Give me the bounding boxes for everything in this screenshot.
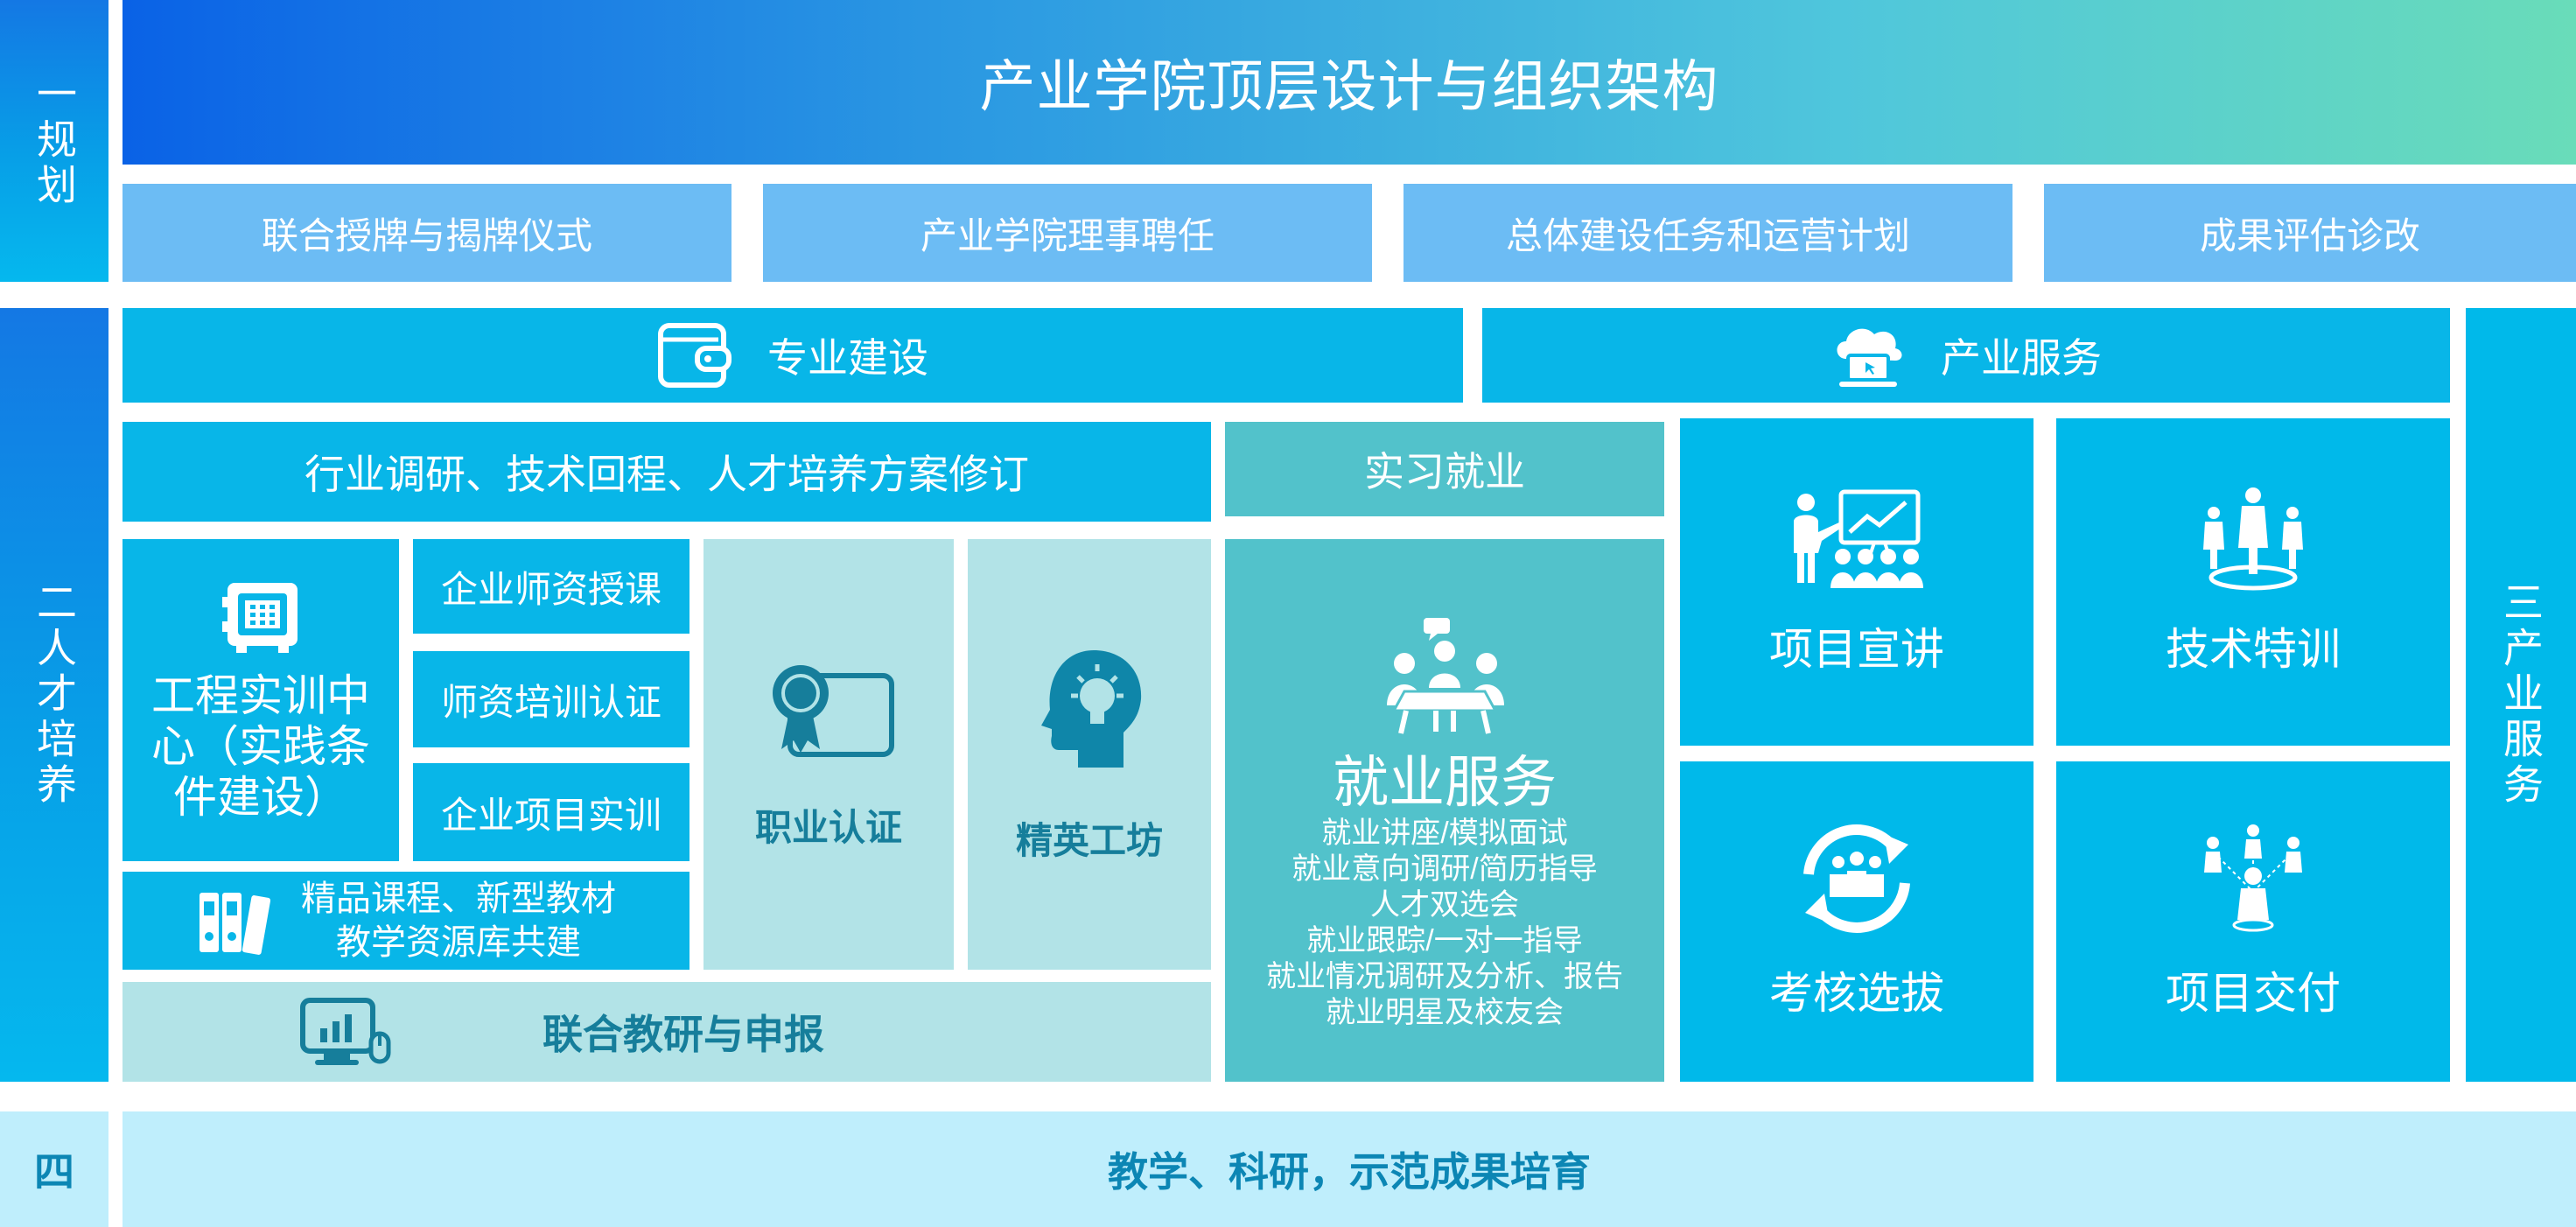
monitor-chart-icon (298, 995, 394, 1069)
wallet-icon (657, 320, 732, 390)
tile-project-presentation: 项目宣讲 (1680, 418, 2034, 746)
employment-line: 就业讲座/模拟面试 (1321, 817, 1568, 850)
training-center: 工程实训中心（实践条件建设） (122, 539, 399, 861)
section-two-label: 二人才培养 (0, 308, 108, 1082)
safe-icon (219, 578, 303, 656)
major-build-header: 专业建设 (122, 308, 1463, 403)
item-enterprise-projects: 企业项目实训 (413, 763, 690, 861)
employment-line: 人才双选会 (1370, 888, 1519, 922)
cycle-people-icon (1791, 822, 1922, 936)
research-row: 行业调研、技术回程、人才培养方案修订 (122, 422, 1211, 522)
bottom-bar: 教学、科研，示范成果培育 (122, 1111, 2576, 1227)
meeting-icon (1375, 614, 1515, 737)
binders-icon (196, 886, 275, 956)
tile-assessment-selection: 考核选拔 (1680, 761, 2034, 1082)
network-people-icon (2192, 822, 2314, 936)
employment-line: 就业情况调研及分析、报告 (1266, 960, 1623, 993)
head-bulb-icon (1032, 645, 1146, 776)
planning-item-directors: 产业学院理事聘任 (763, 184, 1372, 282)
internship-header: 实习就业 (1225, 422, 1664, 516)
planning-item-ceremony: 联合授牌与揭牌仪式 (122, 184, 732, 282)
employment-service-block: 就业服务 就业讲座/模拟面试 就业意向调研/简历指导 人才双选会 就业跟踪/一对… (1225, 539, 1664, 1082)
employment-line: 就业明星及校友会 (1326, 996, 1564, 1029)
item-teacher-certification: 师资培训认证 (413, 651, 690, 747)
joint-research-block: 联合教研与申报 (122, 982, 1211, 1082)
section-one-label: 一规划 (0, 0, 108, 282)
industry-service-header: 产业服务 (1482, 308, 2450, 403)
employment-line: 就业意向调研/简历指导 (1292, 852, 1598, 886)
courses-block: 精品课程、新型教材 教学资源库共建 (122, 872, 690, 970)
elite-workshop-block: 精英工坊 (968, 539, 1211, 970)
section-three-label: 三产业服务 (2466, 308, 2576, 1082)
cloud-laptop-icon (1830, 320, 1906, 390)
tile-project-delivery: 项目交付 (2056, 761, 2450, 1082)
item-enterprise-teachers: 企业师资授课 (413, 539, 690, 634)
planning-item-tasks: 总体建设任务和运营计划 (1404, 184, 2012, 282)
tile-technical-training: 技术特训 (2056, 418, 2450, 746)
employment-list: 就业讲座/模拟面试 就业意向调研/简历指导 人才双选会 就业跟踪/一对一指导 就… (1266, 816, 1623, 1031)
certificate-icon (760, 658, 897, 763)
certification-block: 职业认证 (704, 539, 954, 970)
presentation-icon (1787, 487, 1927, 592)
planning-item-evaluation: 成果评估诊改 (2044, 184, 2576, 282)
section-four-label: 四 (0, 1111, 108, 1227)
page-title: 产业学院顶层设计与组织架构 (122, 0, 2576, 165)
team-platform-icon (2196, 487, 2310, 592)
employment-line: 就业跟踪/一对一指导 (1306, 924, 1583, 957)
